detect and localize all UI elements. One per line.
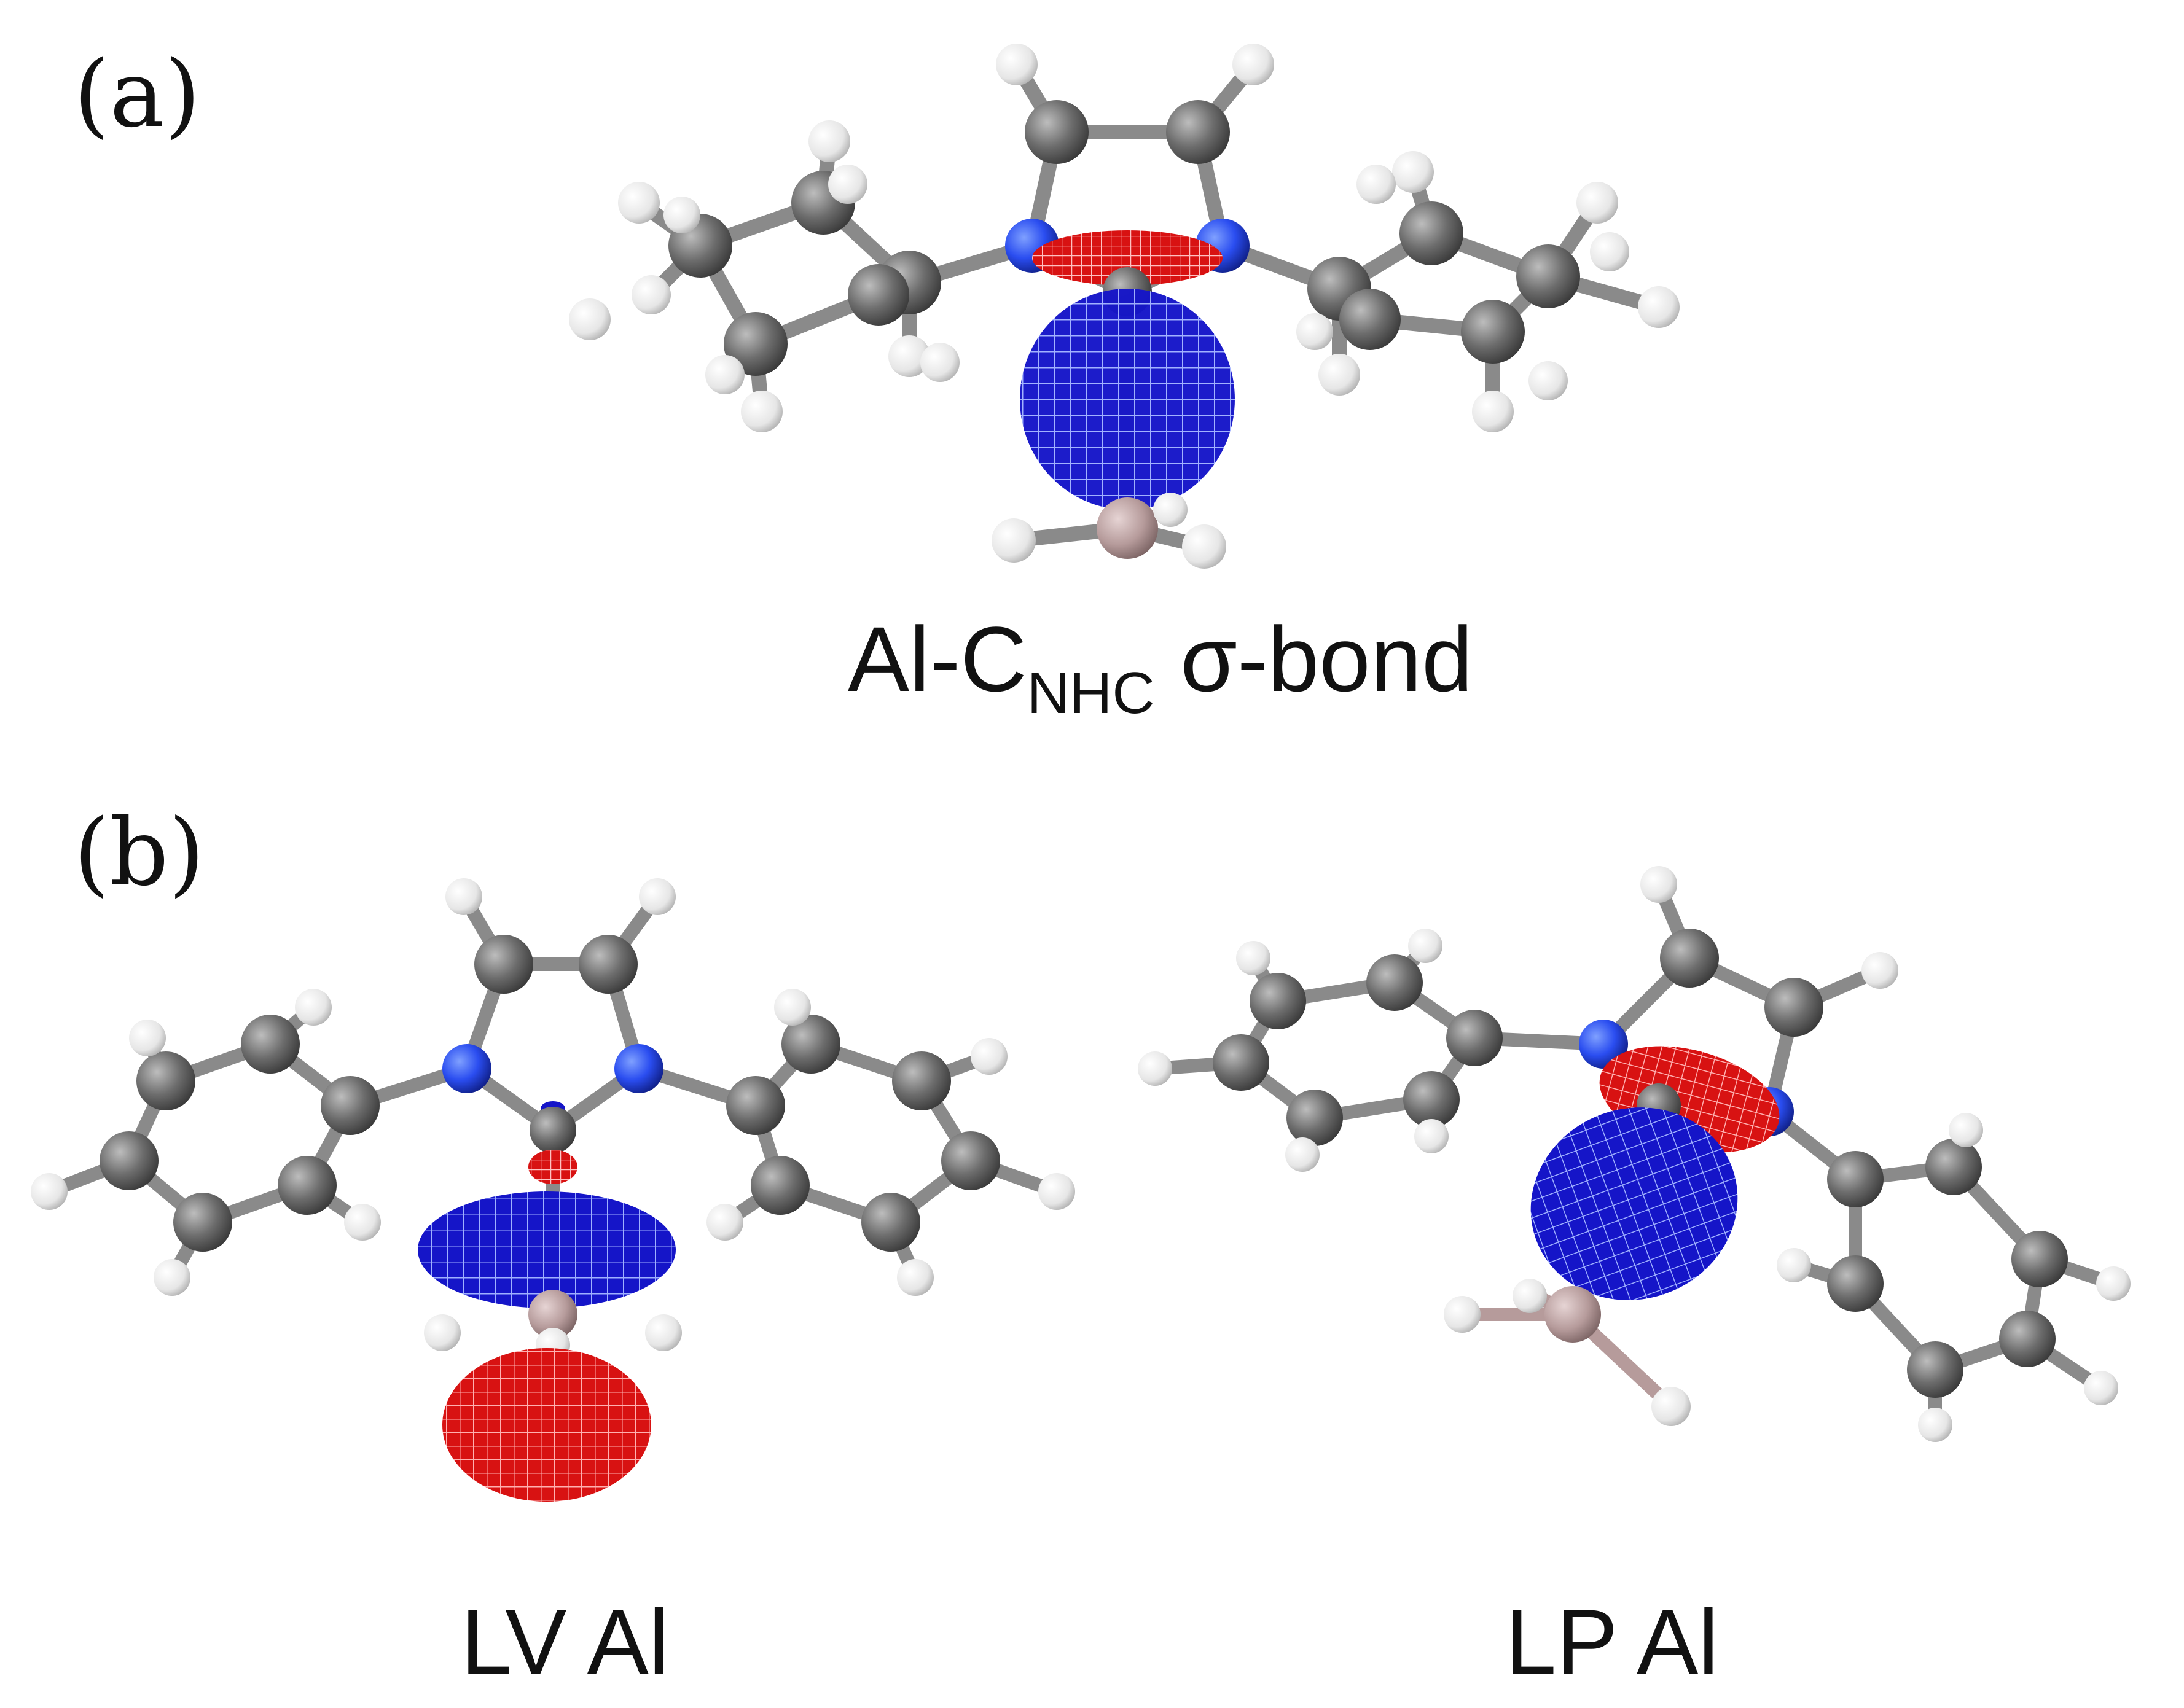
- panel-a-label: (a): [74, 41, 200, 148]
- molecule-a: [569, 44, 1680, 569]
- panel-b-label: (b): [74, 800, 205, 907]
- molecule-lp-al: [1138, 866, 2131, 1442]
- orbital-lv-small-negative-lobe: [528, 1150, 577, 1184]
- caption-a-subscript: NHC: [1027, 660, 1155, 726]
- orbital-lp-positive-lobe: [1530, 1107, 1738, 1300]
- caption-lv-al: LV Al: [461, 1590, 669, 1693]
- caption-a-main: Al-C: [848, 607, 1027, 711]
- caption-a-tail: σ-bond: [1155, 607, 1473, 711]
- orbital-a-negative-lobe: [1032, 230, 1223, 286]
- molecule-lv-al: [31, 878, 1075, 1502]
- orbital-lv-negative-lobe: [442, 1348, 651, 1502]
- caption-a: Al-CNHC σ-bond: [848, 607, 1473, 726]
- caption-lp-al: LP Al: [1505, 1590, 1719, 1693]
- orbital-lv-positive-lobe: [418, 1191, 676, 1308]
- orbital-a-positive-lobe: [1020, 289, 1235, 510]
